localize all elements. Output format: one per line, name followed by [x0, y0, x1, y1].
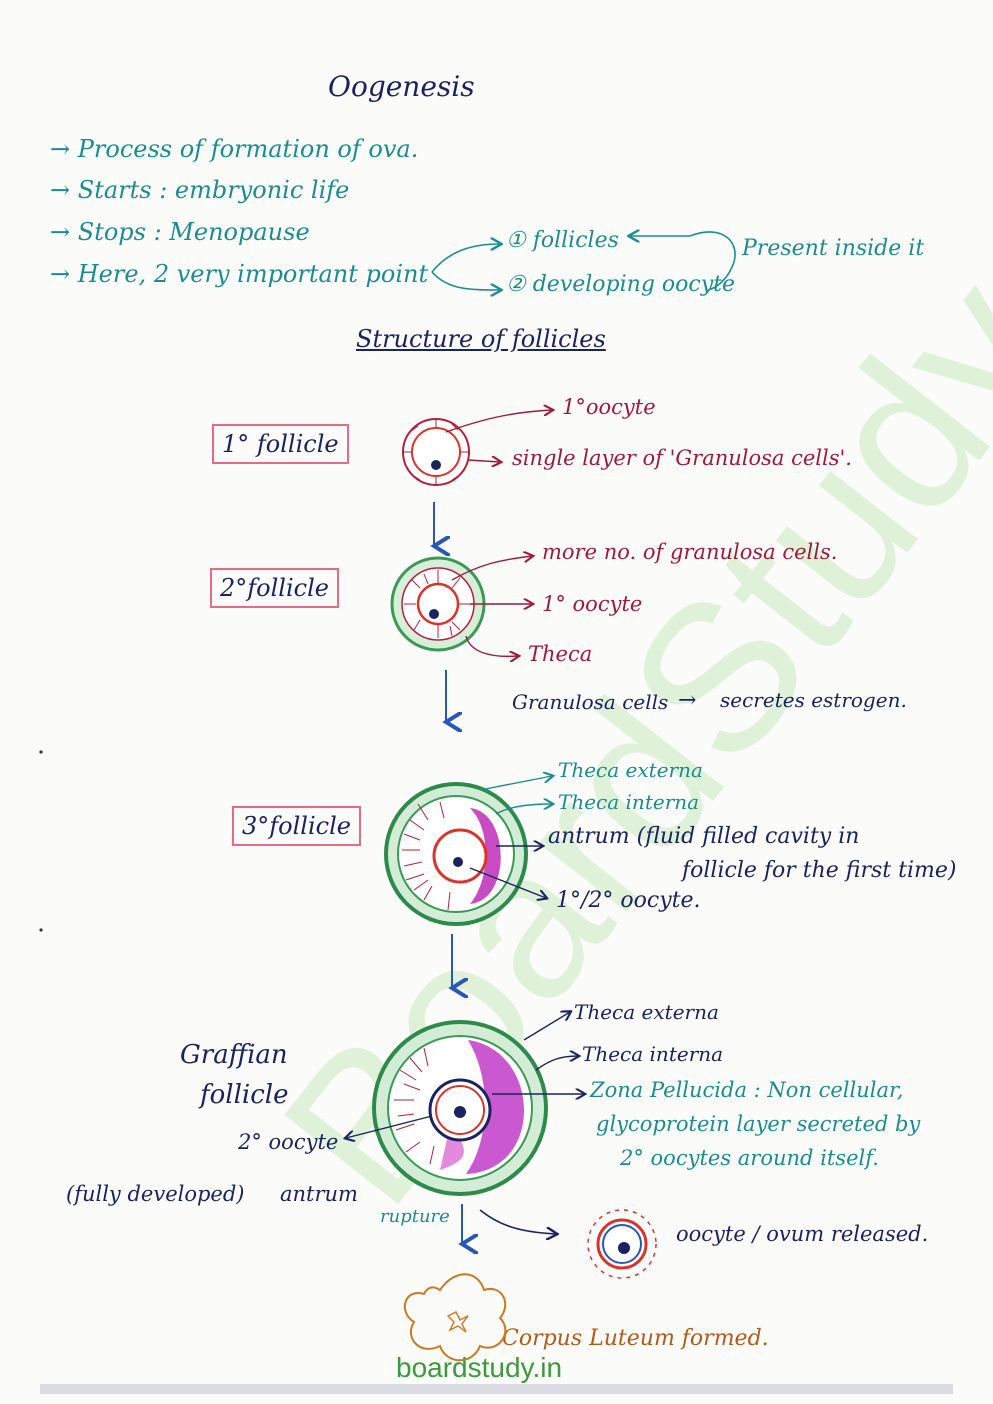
present-inside-label: Present inside it [742, 236, 925, 261]
stage2-pointers [451, 556, 532, 656]
estrogen-arrow: → [678, 688, 697, 713]
footer-url: boardstudy.in [396, 1352, 563, 1383]
estrogen-note-right: secretes estrogen. [720, 688, 907, 712]
stage1-pointers [445, 410, 552, 462]
intro-branch-1: ① follicles [506, 228, 619, 253]
intro-line-2: → Starts : embryonic life [50, 176, 350, 204]
zona-label-c: 2° oocytes around itself. [620, 1146, 879, 1170]
stage4-label-a: Graffian [180, 1040, 288, 1070]
stage4-antrum-label: antrum [280, 1182, 358, 1206]
stage4-theca-externa-label: Theca externa [574, 1000, 719, 1024]
tertiary-follicle-drawing [384, 782, 528, 926]
corpus-luteum-label: Corpus Luteum formed. [502, 1326, 769, 1351]
stage2-granulosa-label: more no. of granulosa cells. [542, 540, 838, 564]
released-ovum-drawing [587, 1209, 657, 1279]
intro-line-4: → Here, 2 very important point [50, 260, 429, 288]
rupture-label: rupture [380, 1206, 450, 1227]
stage3-pointers [479, 776, 552, 815]
intro-text: Starts : embryonic life [77, 176, 350, 204]
secondary-follicle-drawing [390, 556, 486, 652]
intro-text: Here, 2 very important point [77, 260, 429, 288]
arrow-rupture-to-ovum [479, 1209, 556, 1234]
stage2-oocyte-label: 1° oocyte [542, 592, 643, 616]
intro-text: Process of formation of ova. [77, 135, 419, 163]
section-title: Structure of follicles [356, 325, 606, 353]
intro-line-1: → Process of formation of ova. [50, 135, 419, 163]
stage4-theca-interna-label: Theca interna [582, 1042, 724, 1066]
stage3-theca-interna-label: Theca interna [558, 790, 700, 814]
stage3-theca-externa-label: Theca externa [558, 758, 703, 782]
intro-bracket [431, 232, 736, 290]
primary-follicle-drawing [402, 418, 470, 486]
margin-dot [39, 750, 43, 754]
zona-label-b: glycoprotein layer secreted by [596, 1112, 921, 1136]
stage4-label-b: follicle [200, 1080, 289, 1110]
intro-branch-2: ② developing oocyte [506, 272, 736, 297]
intro-text: Stops : Menopause [77, 218, 310, 246]
stage3-oocyte-label: 1°/2° oocyte. [556, 888, 701, 913]
margin-dot [39, 928, 43, 932]
ovum-released-label: oocyte / ovum released. [676, 1222, 929, 1246]
stage2-box: 2°follicle [210, 568, 339, 608]
corpus-luteum-drawing [404, 1273, 507, 1362]
stage1-box: 1° follicle [212, 424, 349, 464]
graafian-follicle-drawing [372, 1020, 548, 1196]
stage2-theca-label: Theca [528, 642, 593, 666]
stage3-antrum-label-a: antrum (fluid filled cavity in [548, 824, 860, 849]
intro-line-3: → Stops : Menopause [50, 218, 310, 246]
stage3-antrum-label-b: follicle for the first time) [682, 858, 957, 883]
stage1-oocyte-label: 1°oocyte [562, 395, 656, 419]
stage4-oocyte-label: 2° oocyte [238, 1130, 339, 1154]
estrogen-note-left: Granulosa cells [512, 690, 669, 714]
stage4-fully-developed-label: (fully developed) [66, 1182, 245, 1206]
stage3-box: 3°follicle [232, 806, 361, 846]
stage3-pointers-navy [469, 846, 546, 898]
stage1-granulosa-label: single layer of 'Granulosa cells'. [512, 446, 852, 470]
page-title: Oogenesis [328, 70, 475, 103]
zona-label-a: Zona Pellucida : Non cellular, [590, 1078, 904, 1102]
footer-bar [40, 1384, 953, 1394]
stage4-pointers [346, 1012, 584, 1138]
